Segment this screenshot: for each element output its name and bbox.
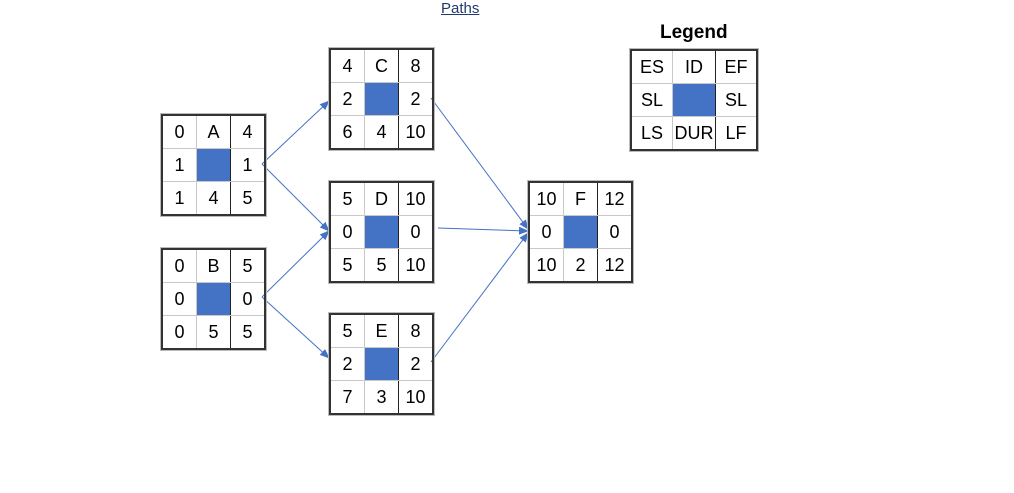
node-f-top-cell: 10 [528,181,564,216]
legend-ef: EF [715,49,758,84]
node-b-middle-cell: 0 [161,282,197,316]
node-d-middle-cell: 0 [329,215,365,249]
node-f-top-cell: F [563,181,598,216]
legend-ls: LS [630,116,673,151]
node-b-middle-cell: 0 [230,282,266,316]
node-b-top-cell: 5 [230,248,266,283]
node-a-middle-cell: 1 [230,148,266,182]
arrow-c-f [430,97,529,230]
node-f-top-cell: 12 [597,181,633,216]
page-title: Paths [441,0,480,17]
legend-center [672,83,716,117]
node-b-top-cell: 0 [161,248,197,283]
node-a-bottom-cell: 4 [196,181,231,216]
node-c-top-cell: 8 [398,48,434,83]
legend-dur: DUR [672,116,716,151]
node-c-bottom-cell: 10 [398,115,434,150]
legend-title: Legend [660,22,728,43]
legend-sl-left: SL [630,83,673,117]
node-e-top-cell: 5 [329,313,365,348]
node-f-bottom-cell: 10 [528,248,564,283]
node-b-bottom-cell: 5 [230,315,266,350]
node-b-bottom-cell: 0 [161,315,197,350]
node-a-top-cell: 4 [230,114,266,149]
node-e-top-cell: E [364,313,399,348]
arrow-a-c [261,100,330,165]
node-f-bottom-cell: 12 [597,248,633,283]
arrow-d-f [437,226,529,235]
node-f-middle-cell: 0 [597,215,633,249]
node-c-middle-cell [364,82,399,116]
node-a-top-cell: 0 [161,114,197,149]
node-c-bottom-cell: 6 [329,115,365,150]
node-c-middle-cell: 2 [398,82,434,116]
legend-sl-right: SL [715,83,758,117]
node-f-middle-cell [563,215,598,249]
arrow-e-f [430,232,529,363]
node-e-middle-cell: 2 [329,347,365,381]
node-a-top-cell: A [196,114,231,149]
node-b-top-cell: B [196,248,231,283]
node-e-top-cell: 8 [398,313,434,348]
legend-es: ES [630,49,673,84]
node-d-middle-cell [364,215,399,249]
legend-lf: LF [715,116,758,151]
node-a-middle-cell: 1 [161,148,197,182]
node-e-middle-cell [364,347,399,381]
node-e-bottom-cell: 3 [364,380,399,415]
node-d-top-cell: 5 [329,181,365,216]
legend-id: ID [672,49,716,84]
arrow-b-d [261,230,330,298]
node-d-top-cell: D [364,181,399,216]
node-d-middle-cell: 0 [398,215,434,249]
node-f-bottom-cell: 2 [563,248,598,283]
node-c-top-cell: 4 [329,48,365,83]
node-b-middle-cell [196,282,231,316]
node-d-bottom-cell: 10 [398,248,434,283]
node-c-top-cell: C [364,48,399,83]
node-d-top-cell: 10 [398,181,434,216]
node-e-middle-cell: 2 [398,347,434,381]
node-e-bottom-cell: 7 [329,380,365,415]
node-f-middle-cell: 0 [528,215,564,249]
node-c-bottom-cell: 4 [364,115,399,150]
arrow-a-d [261,163,330,232]
node-a-middle-cell [196,148,231,182]
node-b-bottom-cell: 5 [196,315,231,350]
node-d-bottom-cell: 5 [364,248,399,283]
node-e-bottom-cell: 10 [398,380,434,415]
node-a-bottom-cell: 5 [230,181,266,216]
node-c-middle-cell: 2 [329,82,365,116]
arrow-b-e [261,296,330,359]
node-a-bottom-cell: 1 [161,181,197,216]
node-d-bottom-cell: 5 [329,248,365,283]
